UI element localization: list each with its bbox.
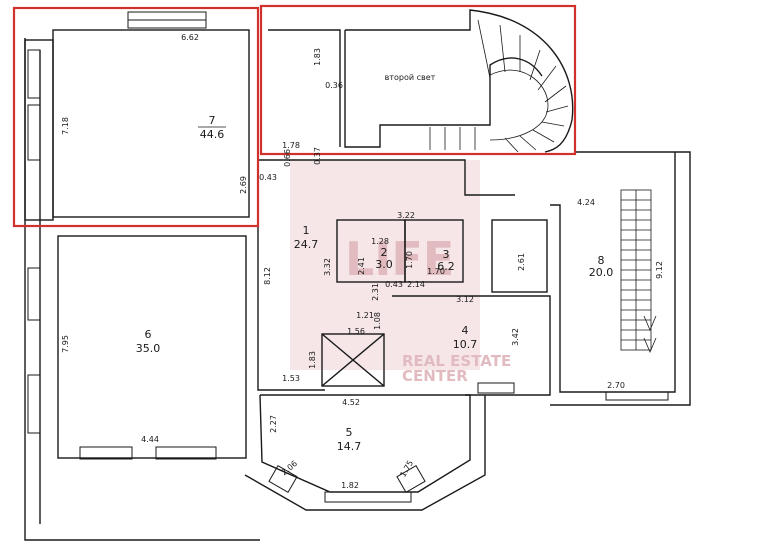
window-room-4-bottom: [477, 382, 515, 394]
dim-label: 1.28: [371, 237, 389, 246]
dim-label: 4.52: [342, 398, 360, 407]
room-1-number: 1: [303, 224, 310, 237]
room-8-area: 20.0: [589, 266, 614, 279]
stairs-right: [620, 189, 657, 354]
dim-label: 1.56: [347, 327, 365, 336]
dim-label: 1.53: [282, 374, 300, 383]
room-7-number: 7: [209, 114, 216, 127]
dim-label: 0.43: [259, 173, 277, 182]
highlight-frames: [12, 4, 577, 228]
stair-hall-outer-wall: [345, 9, 574, 153]
room-5-outer-walls: [244, 395, 486, 511]
room-4-number: 4: [462, 324, 469, 337]
room-8-outer-walls: [550, 151, 691, 406]
dim-label: 2.14: [407, 280, 425, 289]
dim-label: 1.21: [356, 311, 374, 320]
room-7-area: 44.6: [200, 128, 225, 141]
room-7-walls: [52, 29, 250, 218]
dim-label: 2.31: [371, 283, 380, 301]
window-room-6-bottom-b: [155, 446, 217, 460]
dim-label: 2.41: [357, 257, 366, 275]
room-2-number: 2: [381, 246, 388, 259]
window-room-6-bottom-a: [79, 446, 133, 460]
room-5-number: 5: [346, 426, 353, 439]
window-room-5-right: [396, 465, 426, 493]
highlight-second-light: [259, 4, 577, 156]
walls: [24, 9, 691, 541]
dim-label: 8.12: [263, 267, 272, 285]
window-room-6-left-b: [27, 374, 41, 434]
dim-label: 1.75: [398, 459, 415, 479]
dim-label: 1.70: [405, 251, 414, 269]
lift-shaft: [321, 333, 385, 387]
stair-arrow-b: [643, 337, 657, 354]
room-3-number: 3: [443, 248, 450, 261]
room-6-area: 35.0: [136, 342, 161, 355]
dim-label: 7.18: [61, 117, 70, 135]
highlight-room-7: [12, 6, 260, 228]
dim-label: 0.36: [325, 81, 343, 90]
dim-label: 2.70: [607, 381, 625, 390]
stair-hall-inner-wall: [344, 30, 543, 148]
room-4-area: 10.7: [453, 338, 478, 351]
window-room-7-left-b: [27, 104, 41, 161]
dim-label: 1.08: [373, 312, 382, 330]
room-2-area: 3.0: [375, 258, 393, 271]
windows: [27, 11, 669, 503]
lift-shaft-cross-b: [321, 333, 385, 387]
dim-label: 0.43: [385, 280, 403, 289]
dim-label: 3.12: [456, 295, 474, 304]
dim-label: 3.32: [323, 258, 332, 276]
stairs-curved: [429, 19, 569, 153]
window-room-7-left-a: [27, 49, 41, 99]
watermark-brand: LIFE: [345, 232, 454, 286]
window-room-6-left-a: [27, 267, 41, 321]
room-5-walls: [259, 394, 471, 493]
dim-label: 4.24: [577, 198, 595, 207]
dim-label: 0.66: [283, 149, 292, 167]
dim-label: 7.95: [61, 335, 70, 353]
room-5-area: 14.7: [337, 440, 362, 453]
room-3-area: 6.2: [437, 260, 455, 273]
room-1-top-wall: [258, 159, 515, 196]
dim-label: 9.12: [655, 261, 664, 279]
dim-label: 2.61: [517, 253, 526, 271]
dim-label: 1.83: [313, 48, 322, 66]
room-3-walls: [404, 219, 464, 283]
dim-label: 3.22: [397, 211, 415, 220]
outer-wall-left: [24, 38, 260, 541]
dim-label: 6.62: [181, 33, 199, 42]
dim-label: 1.83: [308, 351, 317, 369]
bath-right-walls: [491, 219, 548, 293]
room-labels: 7 44.6 1 24.7 2 3.0 3 6.2 4 10.7 5 14.7 …: [136, 73, 614, 453]
second-light-note: второй свет: [385, 73, 436, 82]
watermark-line2: CENTER: [402, 367, 468, 385]
window-room-8-bottom: [605, 391, 669, 401]
room-1-area: 24.7: [294, 238, 319, 251]
window-room-5-left: [268, 465, 298, 493]
dim-label: 4.44: [141, 435, 159, 444]
dim-label: 2.69: [239, 176, 248, 194]
upper-corridor-walls: [268, 29, 341, 147]
watermark-line1: REAL ESTATE: [402, 352, 511, 370]
dim-label: 1.70: [427, 267, 445, 276]
dim-label: 1.78: [282, 141, 300, 150]
stair-arrow-a: [643, 315, 657, 332]
room-4-walls: [392, 295, 551, 396]
dim-label: 1.82: [341, 481, 359, 490]
room-8-walls: [550, 152, 676, 393]
room-7-alcove: [24, 39, 54, 221]
dim-label: 3.42: [511, 328, 520, 346]
room-1-left-wall: [257, 160, 325, 391]
room-6-walls: [57, 235, 247, 459]
dim-label: 0.37: [313, 147, 322, 165]
dimension-labels: 6.62 7.18 1.83 0.36 1.78 0.66 0.37 0.43 …: [61, 33, 664, 490]
dim-label: 2.27: [269, 415, 278, 433]
room-6-number: 6: [145, 328, 152, 341]
room-8-number: 8: [598, 254, 605, 267]
window-room-5-bottom: [324, 491, 412, 503]
